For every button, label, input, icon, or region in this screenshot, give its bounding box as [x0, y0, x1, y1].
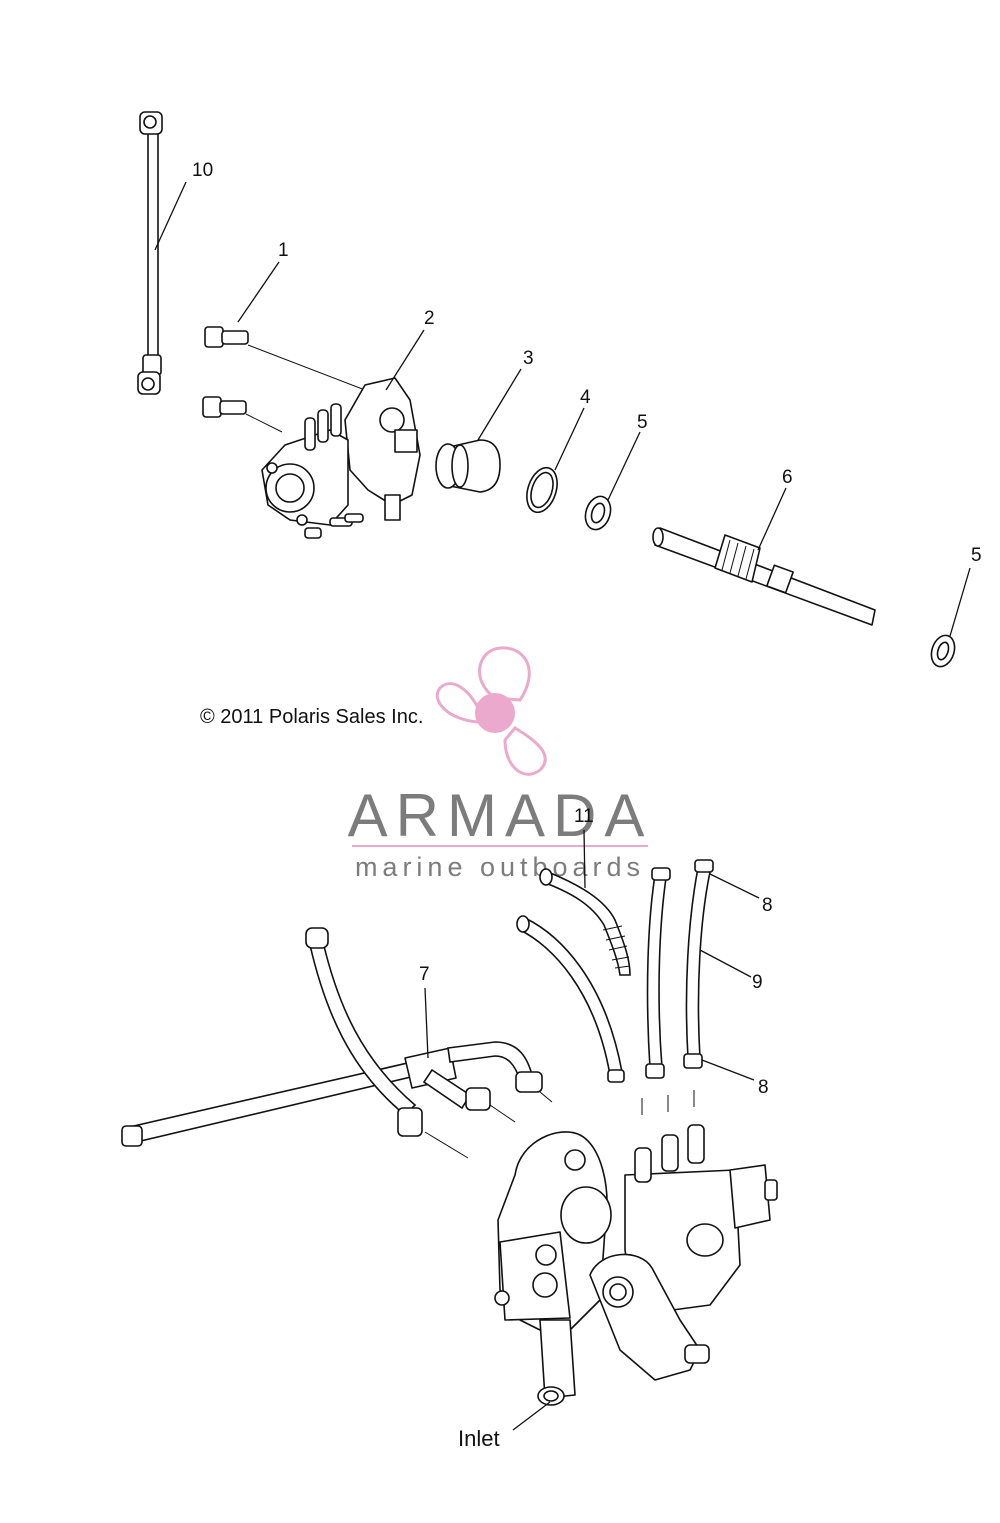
part-4-o-ring [526, 466, 558, 514]
callout-7: 7 [419, 964, 430, 985]
part-10-linkage-rod [137, 111, 163, 395]
part-1-bolt-upper [204, 326, 249, 348]
callout-2: 2 [424, 308, 435, 329]
part-9-hose-right [683, 859, 714, 1069]
callout-3: 3 [523, 348, 534, 369]
part-7-hose-assembly [121, 927, 543, 1147]
callout-6: 6 [782, 467, 793, 488]
copyright-text: © 2011 Polaris Sales Inc. [200, 706, 423, 728]
callout-4: 4 [580, 387, 591, 408]
callout-1: 1 [278, 240, 289, 261]
callout-10: 10 [192, 160, 213, 181]
callout-9: 9 [752, 972, 763, 993]
part-hose-left-short [516, 915, 625, 1083]
callout-5-upper: 5 [637, 412, 648, 433]
part-6-drive-shaft [652, 527, 876, 626]
callout-8-lower: 8 [758, 1077, 769, 1098]
watermark-brand: ARMADA [348, 782, 653, 849]
bottom-oil-pump [494, 1124, 778, 1406]
part-3-bushing [435, 439, 501, 493]
propeller-icon [435, 646, 547, 776]
armada-logo: ARMADA marine outboards [348, 646, 653, 882]
callout-labels: 10 1 2 3 4 5 6 5 11 8 7 9 8 [192, 160, 982, 1098]
watermark-tagline: marine outboards [355, 852, 645, 882]
inlet-label: Inlet [458, 1426, 500, 1451]
part-2-oil-pump [261, 377, 421, 539]
part-5-washer-right [930, 634, 956, 668]
part-5-washer-upper [584, 495, 612, 531]
callout-11: 11 [574, 806, 594, 827]
part-9-hose-middle [645, 867, 671, 1079]
part-11-corrugated-hose [539, 868, 631, 976]
callout-8-upper: 8 [762, 895, 773, 916]
part-1-bolt-lower [202, 396, 247, 418]
callout-5-right: 5 [971, 545, 982, 566]
